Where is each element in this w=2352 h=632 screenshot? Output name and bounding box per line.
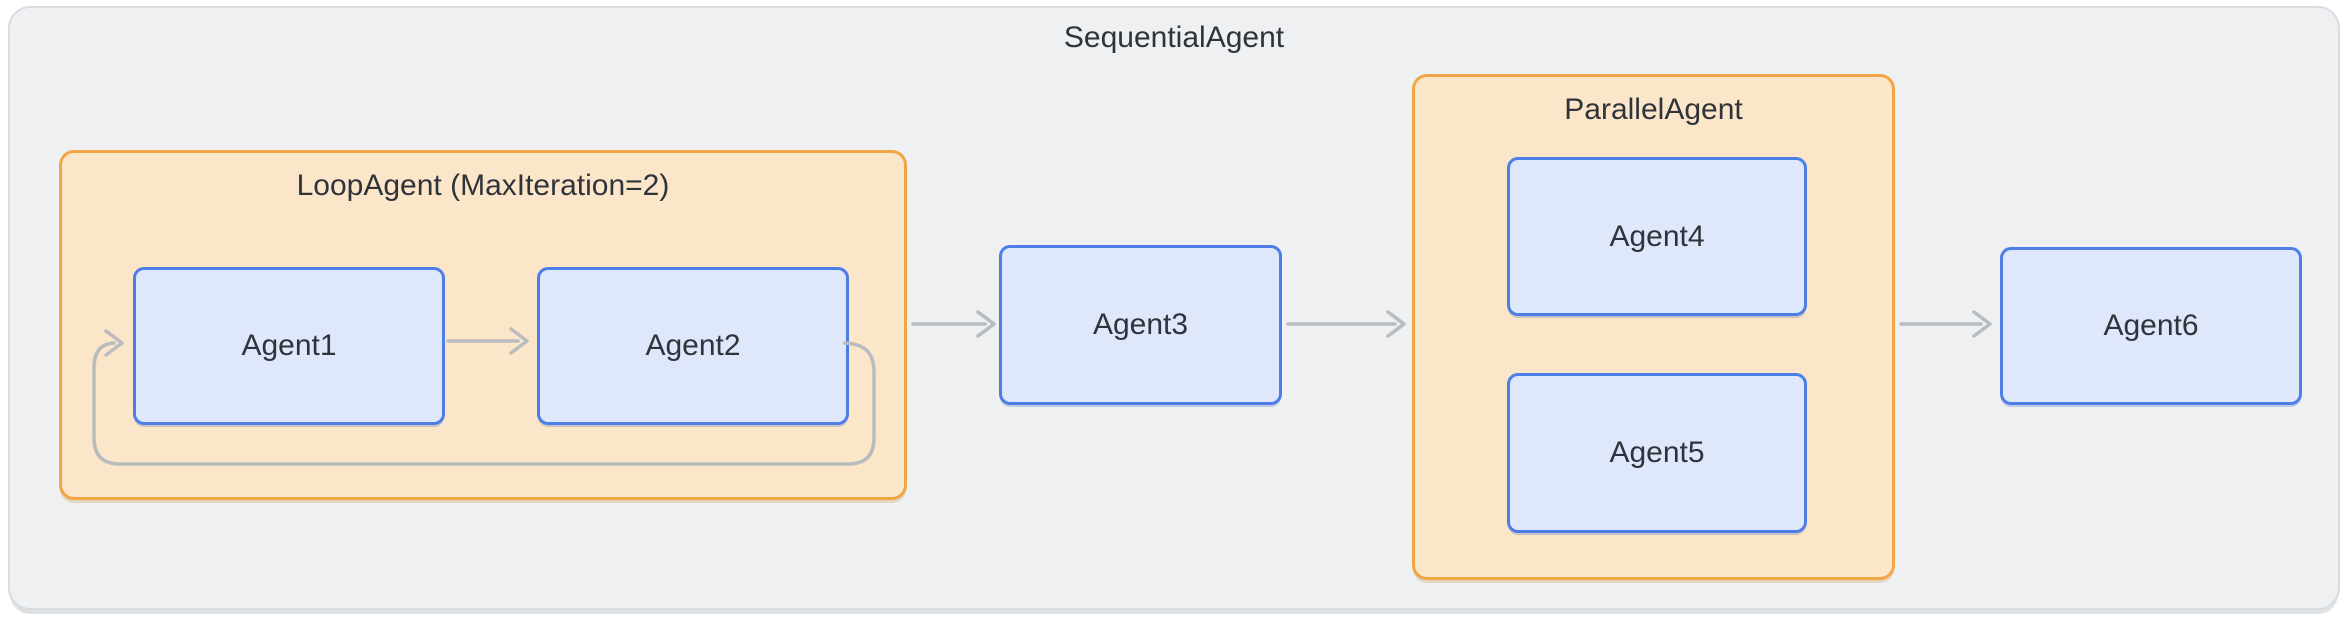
- node-agent1-label: Agent1: [241, 329, 337, 362]
- parallel-agent-title: ParallelAgent: [1564, 93, 1743, 126]
- node-agent6-label: Agent6: [2103, 309, 2199, 342]
- node-agent4-label: Agent4: [1609, 219, 1705, 253]
- node-agent2-label: Agent2: [645, 329, 741, 362]
- node-agent4: Agent4: [1507, 157, 1807, 316]
- node-agent3-label: Agent3: [1092, 308, 1189, 341]
- parallel-agent-group: ParallelAgent Agent4 Agent5: [1412, 74, 1895, 580]
- sequential-agent-container: SequentialAgent LoopAgent (MaxIteration=…: [8, 6, 2340, 610]
- node-agent2: Agent2: [537, 267, 849, 425]
- node-agent6: Agent6: [2000, 247, 2302, 405]
- loop-agent-group: LoopAgent (MaxIteration=2) Agent1 Agent2: [59, 150, 907, 500]
- node-agent1: Agent1: [133, 267, 445, 425]
- node-agent5-label: Agent5: [1609, 436, 1705, 469]
- node-agent3: Agent3: [999, 245, 1282, 405]
- loop-agent-title: LoopAgent (MaxIteration=2): [296, 169, 670, 202]
- node-agent5: Agent5: [1507, 373, 1807, 533]
- sequential-agent-title: SequentialAgent: [1063, 21, 1285, 54]
